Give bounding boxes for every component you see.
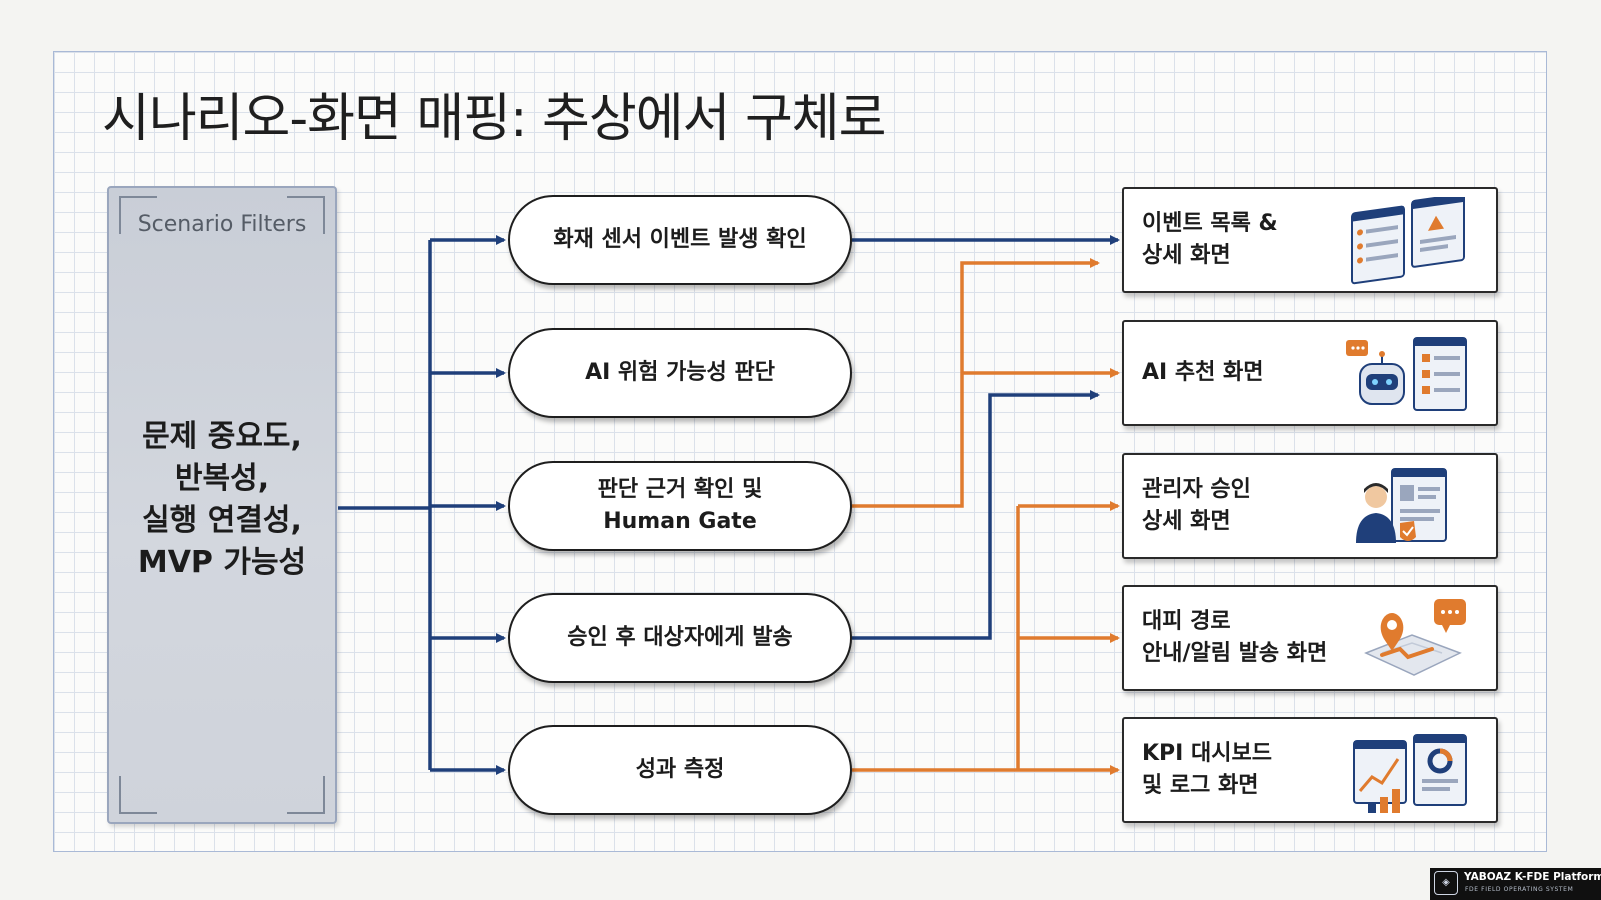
filter-criteria: 문제 중요도, 반복성, 실행 연결성, MVP 가능성 (109, 416, 335, 584)
screen-label: AI 추천 화면 (1142, 360, 1264, 385)
step-fire-sensor-event: 화재 센서 이벤트 발생 확인 (508, 195, 852, 285)
step-ai-risk-judgement: AI 위험 가능성 판단 (508, 328, 852, 418)
admin-approval-icon (1356, 468, 1447, 543)
evacuation-map-icon (1364, 599, 1466, 676)
screen-label: 관리자 승인 상세 화면 (1142, 477, 1251, 534)
step-measure-outcome: 성과 측정 (508, 725, 852, 815)
screen-label: 대피 경로 안내/알림 발송 화면 (1142, 609, 1328, 666)
screen-admin-approval: 관리자 승인 상세 화면 (1122, 453, 1498, 559)
step-4-to-ai-screen (852, 390, 1100, 640)
scenario-filter-panel: Scenario Filters 문제 중요도, 반복성, 실행 연결성, MV… (107, 186, 337, 824)
ai-robot-recommendation-icon (1346, 337, 1467, 411)
screen-label: KPI 대시보드 및 로그 화면 (1142, 741, 1272, 798)
corner-bracket (287, 196, 325, 234)
corner-bracket (119, 196, 157, 234)
step-human-gate: 판단 근거 확인 및 Human Gate (508, 461, 852, 551)
filter-criteria-text: 문제 중요도, 반복성, 실행 연결성, MVP 가능성 (137, 419, 307, 580)
corner-bracket (119, 776, 157, 814)
step-3-branch-event (852, 258, 1100, 508)
platform-badge: ◈ YABOAZ K-FDE Platform FDE FIELD OPERAT… (1430, 868, 1601, 900)
step-label: 승인 후 대상자에게 발송 (567, 625, 793, 650)
page-title: 시나리오-화면 매핑: 추상에서 구체로 (102, 89, 886, 149)
badge-title: YABOAZ K-FDE Platform (1464, 871, 1601, 883)
screen-ai-recommendation: AI 추천 화면 (1122, 320, 1498, 426)
step-send-to-target: 승인 후 대상자에게 발송 (508, 593, 852, 683)
corner-bracket (287, 776, 325, 814)
step-label: 화재 센서 이벤트 발생 확인 (553, 227, 807, 252)
kpi-dashboard-icon (1353, 734, 1467, 813)
filter-label: Scenario Filters (137, 212, 307, 237)
step-label: 판단 근거 확인 및 Human Gate (597, 477, 763, 534)
platform-logo-icon: ◈ (1434, 871, 1458, 895)
badge-subtitle: FDE FIELD OPERATING SYSTEM (1465, 886, 1574, 893)
step-label: AI 위험 가능성 판단 (585, 360, 775, 385)
screen-label: 이벤트 목록 & 상세 화면 (1142, 211, 1278, 268)
step-label: 성과 측정 (635, 757, 725, 782)
screen-evacuation-alert: 대피 경로 안내/알림 발송 화면 (1122, 585, 1498, 691)
screen-event-list: 이벤트 목록 & 상세 화면 (1122, 187, 1498, 293)
screen-kpi-dashboard: KPI 대시보드 및 로그 화면 (1122, 717, 1498, 823)
event-list-screen-icon (1351, 197, 1465, 285)
